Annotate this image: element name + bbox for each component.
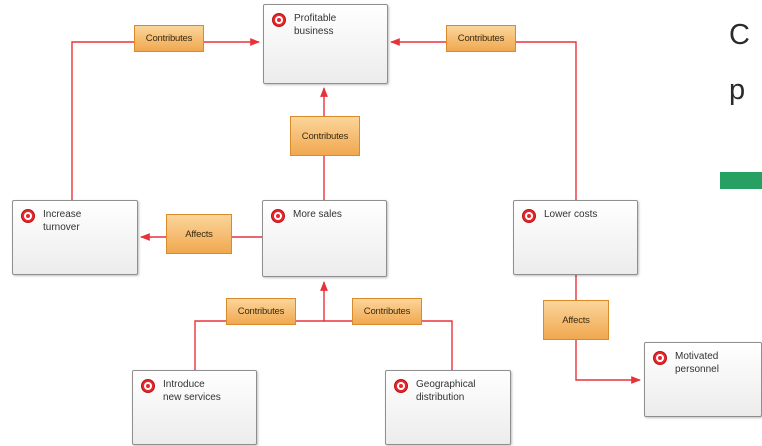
node-label: Geographical distribution	[416, 379, 476, 403]
node-profitable-business[interactable]: Profitable business	[263, 4, 388, 84]
tag-sales-to-profit[interactable]: Contributes	[290, 116, 360, 156]
side-text-line-2: p	[729, 74, 746, 106]
node-label: Lower costs	[544, 209, 598, 220]
tag-turnover-to-profit[interactable]: Contributes	[134, 25, 204, 52]
node-more-sales[interactable]: More sales	[262, 200, 387, 277]
goal-icon	[271, 209, 285, 223]
connector-turnover-to-profit	[71, 38, 260, 200]
goal-icon	[394, 379, 408, 393]
side-text-line-1: C	[729, 19, 750, 51]
node-motivated-personnel[interactable]: Motivated personnel	[644, 342, 762, 417]
node-label: Increase turnover	[43, 209, 82, 233]
goal-icon	[653, 351, 667, 365]
connector-distribution-to-sales	[324, 320, 453, 372]
node-label: More sales	[293, 209, 342, 220]
goal-icon	[21, 209, 35, 223]
goal-icon	[272, 13, 286, 27]
node-introduce-new-services[interactable]: Introduce new services	[132, 370, 257, 445]
goal-icon	[522, 209, 536, 223]
tag-services-to-sales[interactable]: Contributes	[226, 298, 296, 325]
node-geographical-distribution[interactable]: Geographical distribution	[385, 370, 511, 445]
tag-costs-to-profit[interactable]: Contributes	[446, 25, 516, 52]
node-label: Introduce new services	[163, 379, 221, 403]
node-lower-costs[interactable]: Lower costs	[513, 200, 638, 275]
node-increase-turnover[interactable]: Increase turnover	[12, 200, 138, 275]
node-label: Motivated personnel	[675, 351, 719, 375]
goal-icon	[141, 379, 155, 393]
tag-distribution-to-sales[interactable]: Contributes	[352, 298, 422, 325]
accent-bar	[720, 172, 762, 189]
tag-costs-to-personnel[interactable]: Affects	[543, 300, 609, 340]
tag-sales-to-turnover[interactable]: Affects	[166, 214, 232, 254]
connector-services-to-sales	[194, 281, 328, 372]
node-label: Profitable business	[294, 13, 337, 37]
connector-costs-to-profit	[390, 38, 577, 200]
